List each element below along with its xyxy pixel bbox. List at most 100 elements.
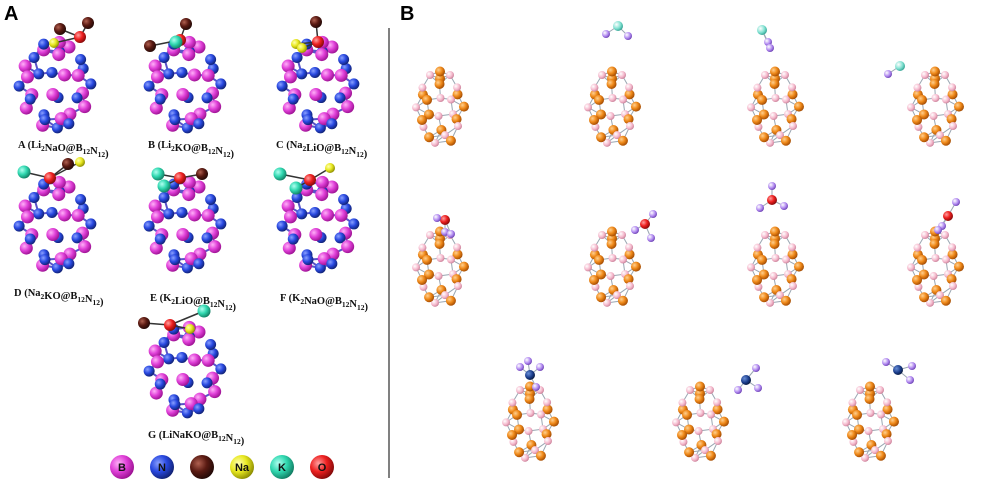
nitrogen-atom [13, 220, 25, 232]
nitrogen-atom [143, 220, 155, 232]
b-orange-atom [512, 409, 523, 420]
b-orange-atom [953, 101, 964, 112]
boron-atom [182, 333, 196, 347]
legend-nitrogen-swatch [150, 455, 174, 479]
b-orange-atom [541, 429, 552, 440]
b-oxygen-atom [640, 219, 650, 229]
b-pink-atom [870, 446, 879, 455]
b-orange-atom [758, 269, 769, 280]
boron-atom [283, 210, 297, 224]
legend-boron-label: B [118, 462, 126, 474]
b-pink-atom [679, 437, 688, 446]
nitrogen-atom [63, 258, 75, 270]
b-navy-atom [525, 370, 535, 380]
b-pink-atom [434, 272, 443, 281]
boron-atom [309, 88, 323, 102]
b-pink-atom [848, 398, 857, 407]
nitrogen-atom [193, 258, 205, 270]
b-pink-atom [941, 71, 949, 79]
b-orange-atom [769, 79, 780, 90]
sodium-atom [325, 163, 335, 173]
b-pink-atom [419, 122, 428, 131]
nitrogen-atom [276, 80, 288, 92]
caption-e: E (K2LiO@B12N12) [150, 293, 237, 313]
cluster-G [138, 304, 211, 334]
b-purple-atom [536, 363, 544, 371]
b-pink-atom [608, 93, 617, 102]
b-orange-atom [918, 109, 929, 120]
panel-a-captions: A (Li2NaO@B12N12)B (Li2KO@B12N12)C (Na2L… [14, 140, 368, 447]
b-pink-atom [591, 122, 600, 131]
b-pink-atom [883, 398, 892, 407]
b-adsorbate-8 [934, 198, 960, 234]
b-adsorbate-3 [757, 25, 774, 52]
b-orange-atom [607, 66, 617, 77]
b-teal-atom [757, 25, 767, 35]
nitrogen-atom [348, 218, 360, 230]
b-orange-atom [929, 79, 940, 90]
boron-atom [148, 344, 162, 358]
nitrogen-atom [205, 194, 217, 206]
nitrogen-atom [169, 254, 181, 266]
b-cage-9 [502, 381, 559, 462]
boron-atom [208, 240, 222, 254]
potassium-atom [273, 167, 287, 181]
b-pink-atom [606, 272, 615, 281]
cluster-F [273, 163, 335, 195]
b-cage-3 [747, 66, 804, 147]
b-orange-atom [589, 274, 600, 285]
b-orange-atom [682, 409, 693, 420]
b-pink-atom [771, 253, 780, 262]
boron-atom [71, 208, 85, 222]
nitrogen-atom [163, 353, 175, 365]
b-orange-atom [770, 66, 780, 77]
b-pink-atom [766, 138, 775, 147]
b-pink-atom [606, 112, 615, 121]
b-orange-atom [524, 394, 535, 405]
legend-potassium-label: K [278, 462, 286, 474]
potassium-atom [151, 167, 165, 181]
b-pink-atom [696, 408, 705, 417]
b-orange-atom [917, 94, 928, 105]
nitrogen-atom [169, 114, 181, 126]
b-pink-atom [526, 408, 535, 417]
b-orange-atom [422, 94, 433, 105]
legend-oxygen-label: O [318, 462, 327, 474]
lithium-atom [144, 40, 156, 52]
b-pink-atom [612, 291, 621, 300]
b-orange-atom [757, 254, 768, 265]
sodium-atom [185, 324, 195, 334]
boron-atom [341, 100, 355, 114]
b-orange-atom [888, 416, 899, 427]
nitrogen-atom [85, 78, 97, 90]
b-pink-atom [931, 253, 940, 262]
boron-atom [46, 228, 60, 242]
nitrogen-atom [314, 122, 326, 134]
nitrogen-atom [46, 206, 58, 218]
b-pink-atom [516, 386, 524, 394]
boron-atom [334, 68, 348, 82]
b-orange-atom [787, 249, 798, 260]
b-pink-atom [883, 437, 892, 446]
b-pink-atom [907, 103, 916, 112]
boron-atom [176, 88, 190, 102]
nitrogen-atom [291, 51, 303, 63]
b-pink-atom [412, 263, 421, 272]
boron-atom [208, 385, 222, 399]
b-oxygen-atom [767, 195, 777, 205]
oxygen-atom [312, 36, 324, 48]
boron-atom [19, 101, 33, 115]
nitrogen-atom [215, 218, 227, 230]
lithium-atom [54, 23, 66, 35]
nitrogen-atom [154, 378, 166, 390]
b-pink-atom [446, 71, 454, 79]
potassium-atom [197, 304, 211, 318]
b-orange-atom [445, 295, 456, 306]
b-pink-atom [598, 231, 606, 239]
b-cage-5 [412, 226, 469, 307]
b-orange-atom [677, 429, 688, 440]
b-pink-atom [591, 282, 600, 291]
oxygen-atom [74, 31, 86, 43]
b-purple-atom [882, 358, 890, 366]
b-orange-atom [507, 429, 518, 440]
